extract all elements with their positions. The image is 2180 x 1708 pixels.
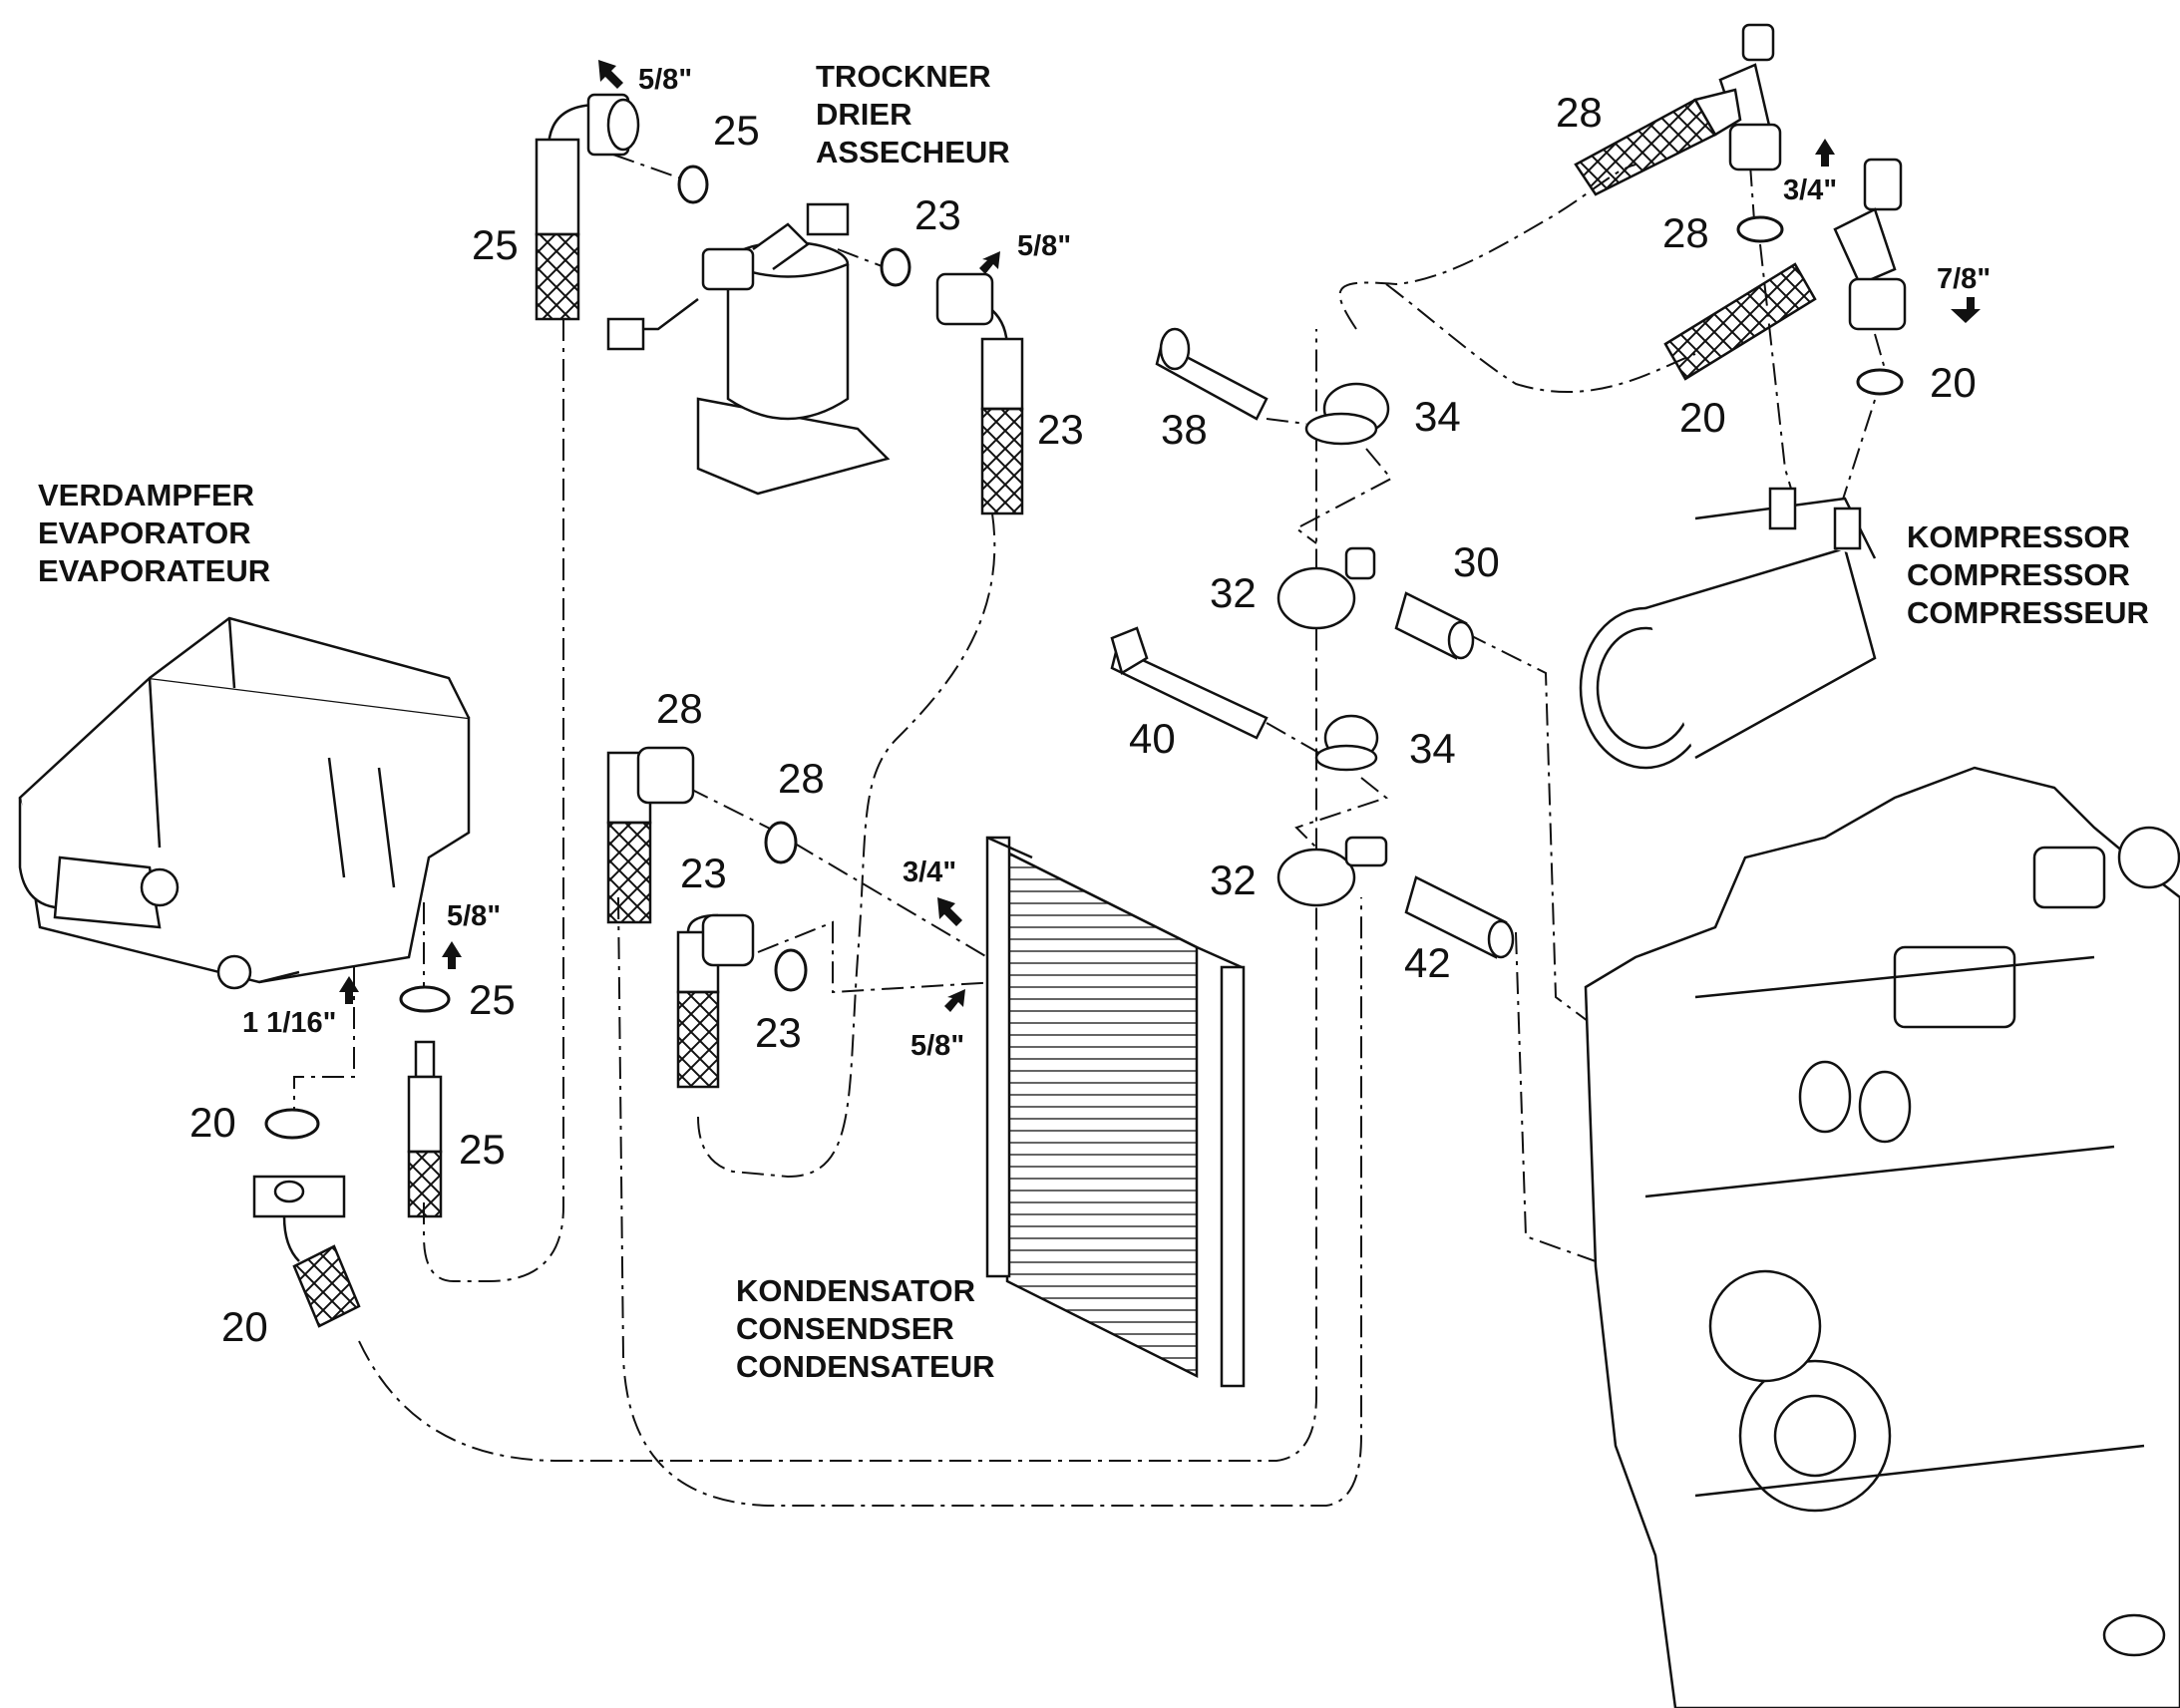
line-comp-discharge (1385, 283, 1696, 393)
size-arrows (339, 60, 1981, 1012)
compressor-unit (1579, 487, 1877, 770)
part-number-20: 20 (1930, 359, 1977, 406)
line-cond-in (687, 787, 988, 958)
size-label: 3/4" (1783, 174, 1838, 206)
drier-title: TROCKNER DRIER ASSECHEUR (816, 59, 1010, 170)
condenser-title: KONDENSATOR CONSENDSER CONDENSATEUR (736, 1273, 995, 1384)
line-evap-out-loop (358, 329, 1317, 1462)
part-number-28: 28 (656, 685, 703, 732)
part-number-28: 28 (778, 755, 825, 802)
line-drier-in (612, 154, 699, 185)
size-label: 5/8" (638, 64, 693, 96)
o-rings (264, 165, 1904, 1140)
part-number-28: 28 (1556, 89, 1603, 136)
oring-23-cond (774, 948, 808, 992)
line-clamp-mid (1294, 777, 1389, 849)
evaporator-unit (18, 616, 471, 990)
part-number-42: 42 (1404, 939, 1451, 986)
oring-28-comp (1736, 215, 1784, 243)
part-number-23: 23 (755, 1009, 802, 1056)
size-label: 5/8" (1017, 230, 1072, 262)
connection-lines (293, 154, 1887, 1507)
line-evap-sq (293, 927, 355, 1117)
part-number-32: 32 (1210, 569, 1257, 616)
evaporator-title: VERDAMPFER EVAPORATOR EVAPORATEUR (38, 478, 271, 588)
part-number-25: 25 (459, 1126, 506, 1173)
condenser-unit (985, 836, 1246, 1388)
hose-23-drier (935, 272, 1024, 515)
part-number-25: 25 (713, 107, 760, 154)
oring-25-top (677, 165, 709, 204)
part-number-30: 30 (1453, 538, 1500, 585)
oring-20-evap (264, 1108, 320, 1140)
part-number-20: 20 (221, 1303, 268, 1350)
part-number-20: 20 (189, 1099, 236, 1146)
part-number-34: 34 (1414, 393, 1461, 440)
line-spacer42 (1515, 931, 1597, 1262)
engine-block (1584, 766, 2180, 1708)
size-label: 5/8" (910, 1030, 965, 1062)
part-number-23: 23 (680, 850, 727, 896)
compressor-hoses (1574, 23, 1907, 381)
line-big-loop (617, 896, 1362, 1507)
condenser-fittings (606, 746, 755, 1089)
bolt-40 (1110, 646, 1269, 740)
size-label: 3/4" (903, 856, 957, 888)
clamp-32-bottom (1276, 848, 1356, 907)
evaporator-pipes (252, 1040, 443, 1328)
line-clamp-top (1294, 448, 1393, 544)
oring-28-cond (764, 821, 798, 864)
mounting-hardware (1110, 327, 1515, 959)
line-hose25-down (423, 319, 564, 1282)
part-number-32: 32 (1210, 856, 1257, 903)
part-number-38: 38 (1161, 406, 1208, 453)
part-number-25: 25 (469, 976, 516, 1023)
size-label: 7/8" (1937, 263, 1992, 295)
part-number-25: 25 (472, 221, 519, 268)
part-number-23: 23 (914, 191, 961, 238)
oring-20-comp (1856, 368, 1904, 396)
part-number-20: 20 (1679, 394, 1726, 441)
drier-unit (606, 202, 891, 496)
part-number-28: 28 (1662, 209, 1709, 256)
size-label: 5/8" (447, 900, 502, 932)
hose-25-drier (535, 93, 640, 321)
part-number-34: 34 (1409, 725, 1456, 772)
size-label: 1 1/16" (242, 1007, 337, 1039)
line-spacer30 (1465, 632, 1597, 1028)
oring-23-drier (880, 247, 911, 287)
line-hose23-down (697, 512, 996, 1179)
oring-25-evap (399, 985, 451, 1013)
line-comp-fit3 (1839, 333, 1887, 510)
clamp-32-top (1276, 566, 1356, 630)
part-number-40: 40 (1129, 715, 1176, 762)
line-bolt40 (1266, 722, 1337, 764)
line-bolt38 (1266, 418, 1307, 425)
line-cond-out (757, 920, 998, 994)
spacer-42 (1404, 875, 1508, 959)
part-number-23: 23 (1037, 406, 1084, 453)
compressor-title: KOMPRESSOR COMPRESSOR COMPRESSEUR (1907, 519, 2149, 630)
